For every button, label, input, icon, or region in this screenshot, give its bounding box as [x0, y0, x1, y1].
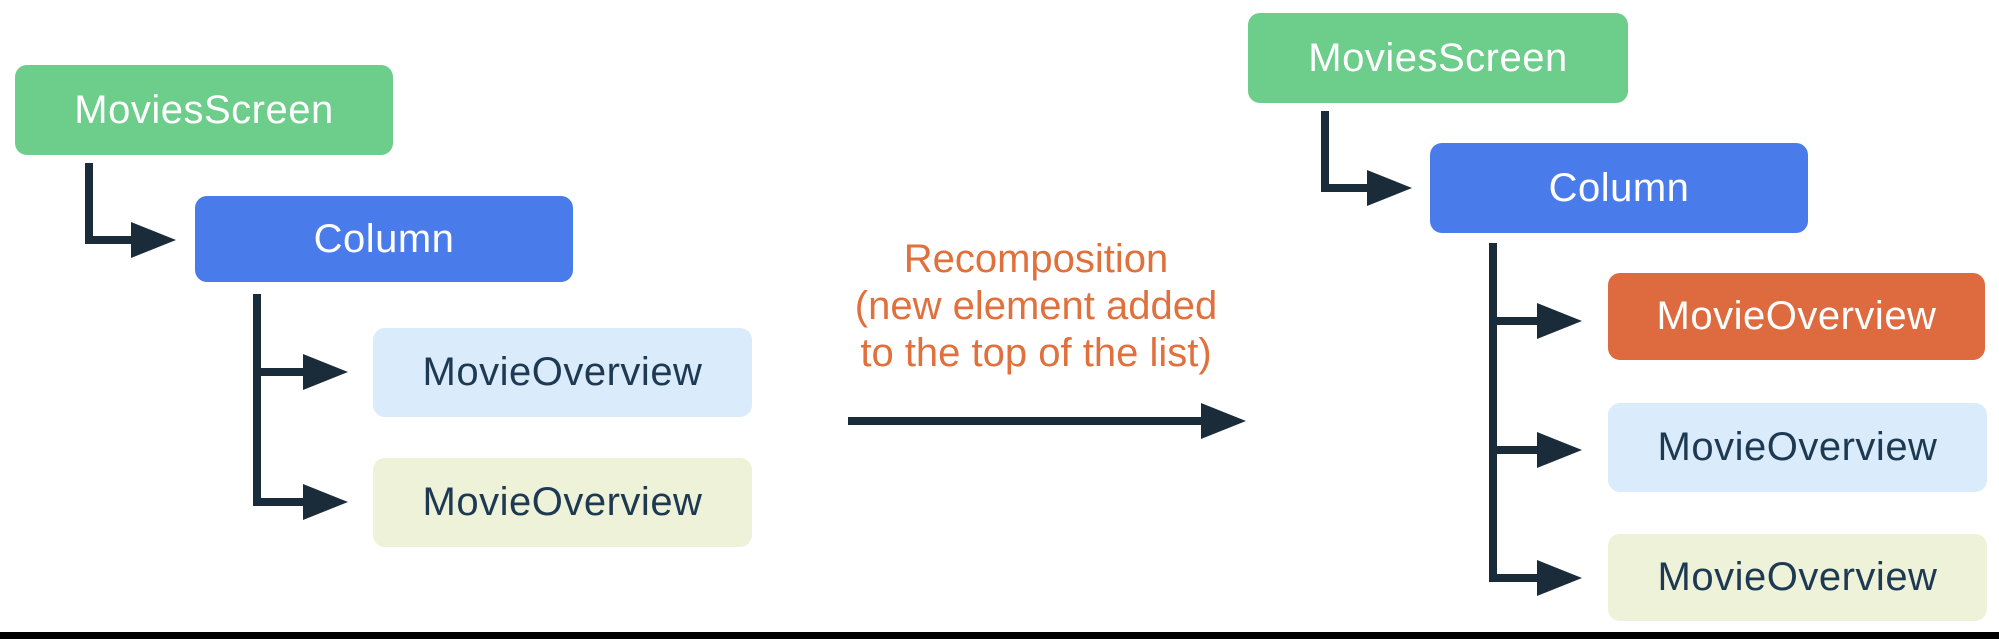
recomposition-caption-line-2: (new element added [854, 284, 1218, 328]
node-movieoverview-after-new: MovieOverview [1608, 273, 1985, 360]
node-movieoverview-after-2: MovieOverview [1608, 534, 1987, 621]
node-movieoverview-before-2: MovieOverview [373, 458, 752, 547]
node-column-before: Column [195, 196, 573, 282]
node-movieoverview-after-1: MovieOverview [1608, 403, 1987, 492]
node-column-after: Column [1430, 143, 1808, 233]
node-movieoverview-before-1: MovieOverview [373, 328, 752, 417]
recomposition-caption-line-1: Recomposition [903, 237, 1169, 281]
connector-before-root-to-column [85, 163, 176, 258]
node-moviesscreen-before: MoviesScreen [15, 65, 393, 155]
node-moviesscreen-after: MoviesScreen [1248, 13, 1628, 103]
recomposition-caption: Recomposition (new element added to the … [820, 236, 1252, 377]
recomposition-caption-line-3: to the top of the list) [860, 331, 1212, 375]
connector-after-root-to-column [1321, 111, 1412, 206]
bottom-border [0, 632, 1999, 639]
